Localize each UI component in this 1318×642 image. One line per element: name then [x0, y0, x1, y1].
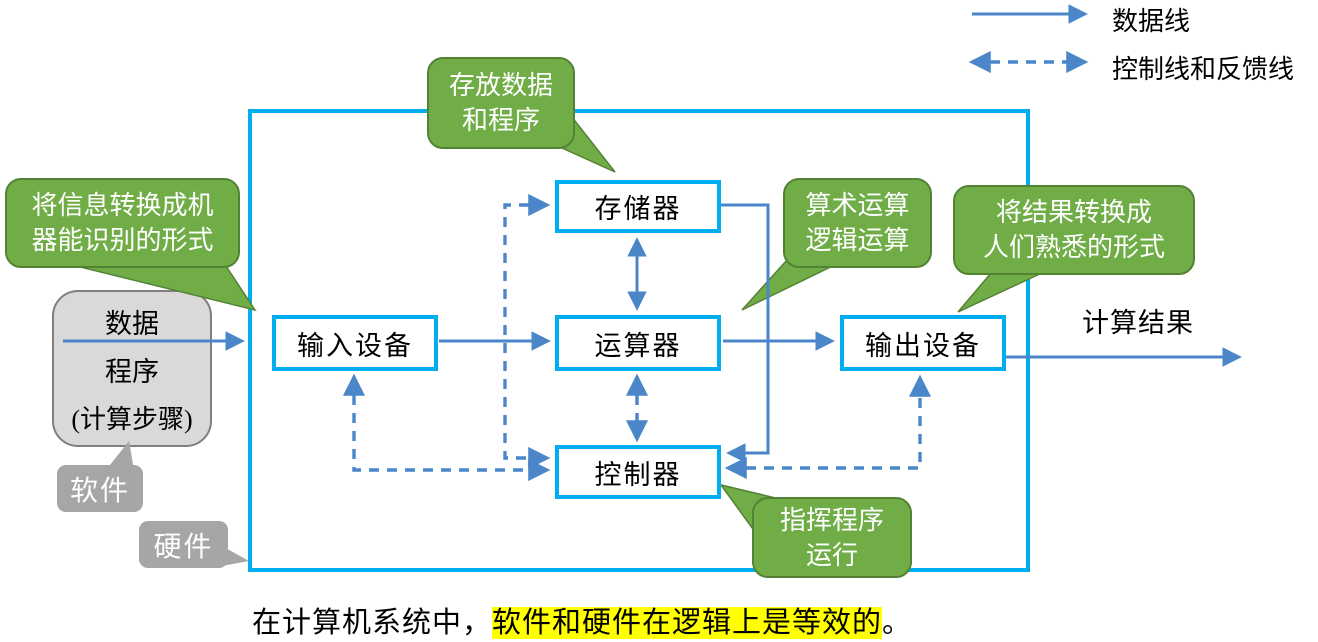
software-box-line-program: 程序	[105, 357, 159, 387]
software-box-line-data: 数据	[105, 308, 159, 339]
alu-callout-line1: 算术运算	[805, 191, 910, 220]
output-callout-line1: 将结果转换成	[995, 198, 1152, 227]
input-device-box-label: 输入设备	[297, 330, 413, 361]
controller-callout-line2: 运行	[805, 540, 858, 570]
caption-prefix: 在计算机系统中，	[252, 607, 493, 639]
controller-box-label: 控制器	[594, 459, 682, 490]
legend-data-line-label: 数据线	[1112, 7, 1191, 36]
result-label: 计算结果	[1082, 308, 1194, 338]
alu-callout: 算术运算 逻辑运算	[783, 178, 932, 268]
control-line-memory-controller	[503, 193, 551, 470]
software-tag-label: 软件	[69, 475, 130, 507]
memory-callout: 存放数据 和程序	[427, 57, 575, 149]
caption: 在计算机系统中，软件和硬件在逻辑上是等效的。	[252, 599, 912, 641]
controller-box: 控制器	[555, 445, 721, 499]
caption-highlight: 软件和硬件在逻辑上是等效的	[492, 607, 883, 639]
output-callout-line2: 人们熟悉的形式	[982, 233, 1165, 262]
input-callout-line1: 将信息转换成机	[31, 191, 214, 220]
alu-box-label: 运算器	[594, 330, 682, 361]
output-device-box: 输出设备	[840, 315, 1006, 371]
caption-suffix: 。	[882, 607, 913, 639]
memory-box: 存储器	[555, 180, 721, 233]
software-data-box: 数据 程序 (计算步骤)	[52, 290, 212, 447]
control-line-input-controller	[342, 373, 551, 482]
memory-box-label: 存储器	[594, 194, 682, 224]
input-callout-line2: 器能识别的形式	[31, 226, 214, 255]
memory-callout-line1: 存放数据	[448, 71, 553, 100]
controller-callout: 指挥程序 运行	[752, 497, 912, 578]
software-box-line-steps: (计算步骤)	[71, 404, 193, 434]
memory-callout-line2: 和程序	[461, 106, 540, 135]
control-line-output-controller	[724, 374, 932, 480]
software-tag: 软件	[57, 465, 143, 512]
legend-control-line-label: 控制线和反馈线	[1112, 55, 1295, 84]
controller-callout-line1: 指挥程序	[779, 505, 884, 535]
alu-callout-line2: 逻辑运算	[805, 226, 910, 255]
data-line-memory-to-controller	[721, 203, 770, 463]
alu-box: 运算器	[555, 315, 721, 371]
output-device-box-label: 输出设备	[865, 330, 981, 361]
hardware-tag-label: 硬件	[153, 531, 214, 563]
input-callout: 将信息转换成机 器能识别的形式	[5, 178, 240, 268]
hardware-tag: 硬件	[139, 521, 228, 568]
output-callout: 将结果转换成 人们熟悉的形式	[953, 185, 1195, 275]
input-device-box: 输入设备	[272, 315, 438, 371]
